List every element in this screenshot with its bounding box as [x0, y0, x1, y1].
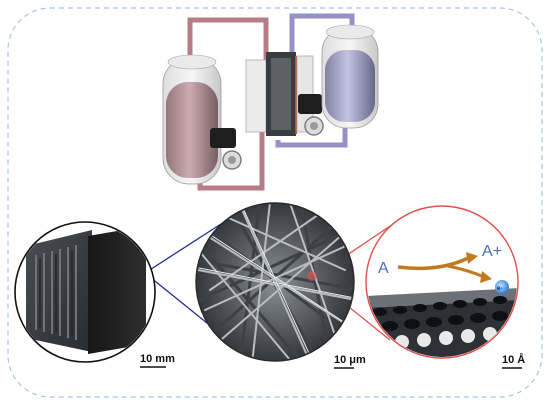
reaction-arrow [397, 256, 469, 271]
left-pump [210, 128, 242, 170]
red-pipe [187, 17, 269, 60]
product-label: A+ [482, 243, 502, 260]
left-electrolyte-tank [162, 54, 222, 185]
reactant-label: A [378, 260, 389, 277]
right-pump [298, 94, 324, 136]
scale-bar-left-label: 10 mm [140, 353, 175, 365]
figure-frame [7, 7, 543, 398]
fiber-network-zoom-circle [195, 202, 355, 362]
electrode-zoom-circle [14, 221, 156, 363]
right-electrolyte-tank [321, 24, 379, 129]
scale-bar-middle-label: 10 μm [334, 354, 366, 366]
flow-battery-illustration [162, 13, 379, 191]
electron-sphere [495, 280, 509, 294]
scale-bar-left: 10 mm [140, 353, 175, 368]
scale-bar-right: 10 Å [502, 353, 525, 369]
scale-bar-right-label: 10 Å [502, 353, 525, 366]
scale-bar-middle: 10 μm [334, 354, 366, 369]
electron-label: e- [497, 286, 502, 292]
surface-reaction-zoom-circle [365, 205, 519, 359]
